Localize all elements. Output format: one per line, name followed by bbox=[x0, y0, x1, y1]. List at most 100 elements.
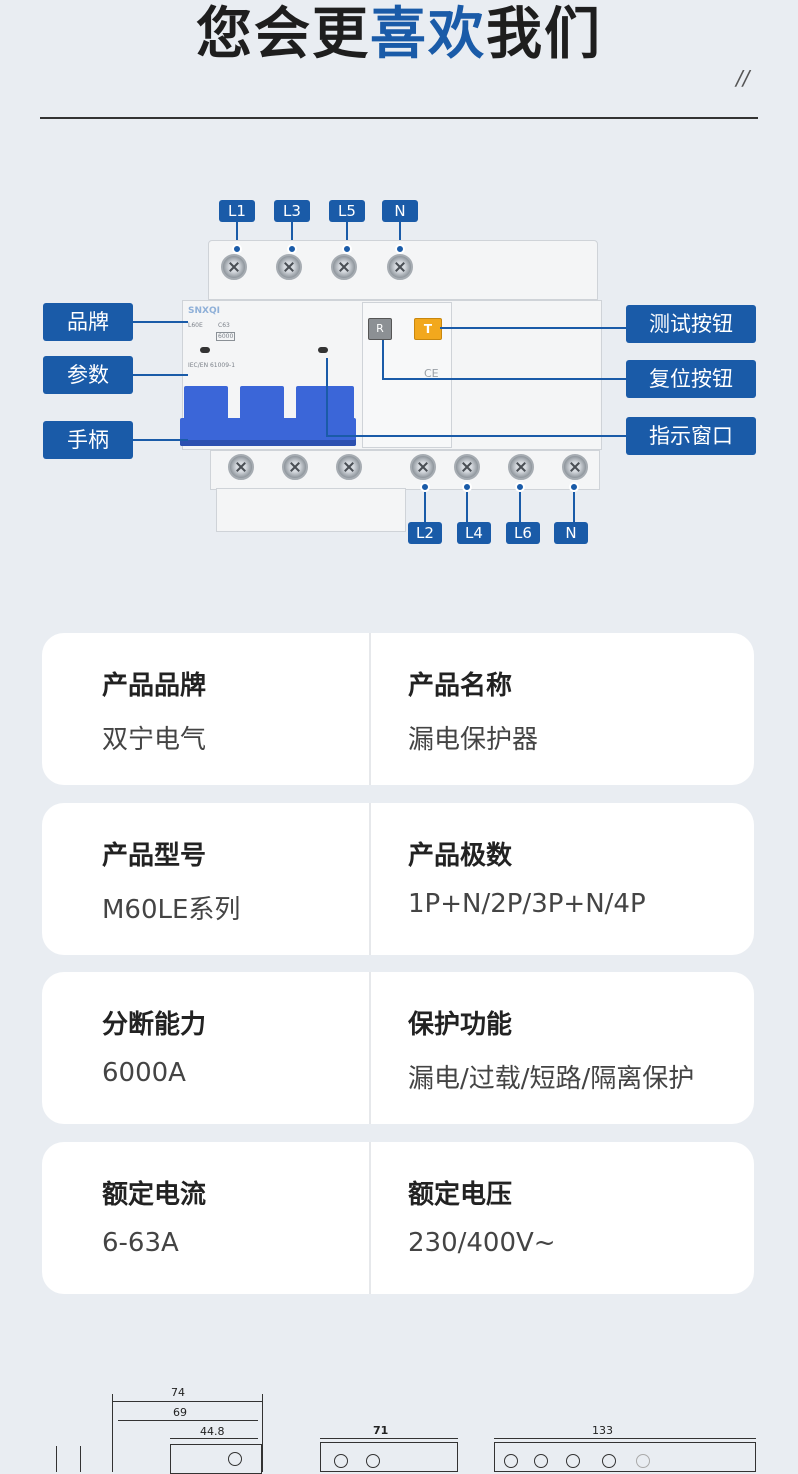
dimension-line bbox=[80, 1446, 81, 1472]
spec-cell: 产品名称 漏电保护器 bbox=[408, 633, 748, 785]
dimension-133: 133 bbox=[592, 1424, 613, 1437]
device-bottom-housing bbox=[210, 450, 600, 490]
side-view-outline bbox=[170, 1444, 262, 1474]
dimension-line bbox=[170, 1438, 258, 1439]
terminal-tag-n-top: N bbox=[382, 200, 418, 222]
device-model-print: L60E bbox=[188, 322, 203, 329]
callout-handle: 手柄 bbox=[43, 421, 133, 459]
spec-value: 双宁电气 bbox=[102, 725, 207, 755]
screw-icon bbox=[228, 454, 254, 480]
dimension-line bbox=[56, 1446, 57, 1472]
leader-line bbox=[133, 439, 188, 441]
screw-icon bbox=[410, 454, 436, 480]
leader-line bbox=[519, 492, 521, 522]
leader-line bbox=[133, 374, 188, 376]
dimension-line bbox=[320, 1438, 458, 1439]
screw-icon bbox=[636, 1454, 650, 1468]
callout-indicator-window: 指示窗口 bbox=[626, 417, 756, 455]
card-divider bbox=[369, 1142, 371, 1294]
spec-cell: 产品品牌 双宁电气 bbox=[102, 633, 362, 785]
leader-line bbox=[382, 378, 626, 380]
device-brand-print: SNXQI bbox=[188, 306, 220, 316]
spec-label: 产品品牌 bbox=[102, 671, 207, 701]
dimension-71: 71 bbox=[373, 1424, 389, 1437]
spec-cell: 分断能力 6000A bbox=[102, 972, 362, 1124]
device-curve-print: C63 bbox=[218, 322, 230, 329]
screw-icon bbox=[276, 254, 302, 280]
screw-icon bbox=[454, 454, 480, 480]
screw-icon bbox=[508, 454, 534, 480]
screw-icon bbox=[221, 254, 247, 280]
dimension-line bbox=[262, 1394, 263, 1472]
spec-cell: 保护功能 漏电/过载/短路/隔离保护 bbox=[408, 972, 748, 1124]
callout-reset-button: 复位按钮 bbox=[626, 360, 756, 398]
device-standard-print: IEC/EN 61009-1 bbox=[188, 362, 236, 369]
title-highlight: 喜欢 bbox=[370, 2, 486, 67]
screw-icon bbox=[387, 254, 413, 280]
dimension-line bbox=[494, 1438, 756, 1439]
terminal-tag-l6: L6 bbox=[506, 522, 540, 544]
screw-icon bbox=[562, 454, 588, 480]
card-divider bbox=[369, 633, 371, 785]
reset-button: R bbox=[368, 318, 392, 340]
spec-label: 额定电压 bbox=[408, 1180, 513, 1210]
terminal-point bbox=[420, 482, 430, 492]
callout-test-button: 测试按钮 bbox=[626, 305, 756, 343]
spec-label: 保护功能 bbox=[408, 1010, 513, 1040]
spec-value: 6-63A bbox=[102, 1228, 179, 1258]
handle-bar bbox=[180, 418, 356, 446]
leader-line bbox=[326, 435, 626, 437]
spec-value: 漏电保护器 bbox=[408, 725, 539, 755]
title-decoration: // bbox=[736, 66, 750, 90]
dimension-line bbox=[112, 1394, 113, 1472]
terminal-point bbox=[569, 482, 579, 492]
spec-label: 产品极数 bbox=[408, 841, 513, 871]
screw-icon bbox=[336, 454, 362, 480]
screw-icon bbox=[331, 254, 357, 280]
screw-icon bbox=[504, 1454, 518, 1468]
card-divider bbox=[369, 803, 371, 955]
spec-cell: 产品极数 1P+N/2P/3P+N/4P bbox=[408, 803, 748, 955]
screw-icon bbox=[566, 1454, 580, 1468]
spec-value: 1P+N/2P/3P+N/4P bbox=[408, 889, 646, 919]
screw-icon bbox=[366, 1454, 380, 1468]
leader-line bbox=[382, 340, 384, 380]
title-part-2: 我们 bbox=[486, 2, 602, 67]
spec-value: M60LE系列 bbox=[102, 895, 241, 925]
screw-icon bbox=[534, 1454, 548, 1468]
terminal-tag-l1: L1 bbox=[219, 200, 255, 222]
callout-parameters: 参数 bbox=[43, 356, 133, 394]
terminal-point bbox=[515, 482, 525, 492]
leader-line bbox=[440, 327, 626, 329]
spec-cell: 产品型号 M60LE系列 bbox=[102, 803, 362, 955]
leader-line bbox=[399, 222, 401, 246]
leader-line bbox=[346, 222, 348, 246]
indicator-dot bbox=[318, 347, 328, 353]
screw-icon bbox=[334, 1454, 348, 1468]
front-view-4p-outline bbox=[494, 1442, 756, 1472]
leader-line bbox=[424, 492, 426, 522]
terminal-point bbox=[232, 244, 242, 254]
terminal-tag-n-bottom: N bbox=[554, 522, 588, 544]
spec-card-3: 分断能力 6000A 保护功能 漏电/过载/短路/隔离保护 bbox=[42, 972, 754, 1124]
dimension-44-8: 44.8 bbox=[200, 1425, 225, 1438]
spec-value: 6000A bbox=[102, 1058, 186, 1088]
page-title: 您会更喜欢我们 bbox=[0, 0, 798, 80]
test-button: T bbox=[414, 318, 442, 340]
product-illustration: L1 L3 L5 N SNXQI L60E C63 6000 IEC/EN 61… bbox=[0, 190, 798, 550]
dimension-74: 74 bbox=[171, 1386, 185, 1399]
screw-icon bbox=[602, 1454, 616, 1468]
title-divider bbox=[40, 117, 758, 119]
device-rating-print: 6000 bbox=[216, 332, 236, 341]
device-base bbox=[216, 488, 406, 532]
terminal-tag-l5: L5 bbox=[329, 200, 365, 222]
title-part-1: 您会更 bbox=[196, 2, 370, 67]
dimension-drawings: 74 69 44.8 71 133 bbox=[0, 1380, 798, 1474]
terminal-tag-l3: L3 bbox=[274, 200, 310, 222]
leader-line bbox=[133, 321, 188, 323]
spec-value: 230/400V~ bbox=[408, 1228, 556, 1258]
spec-label: 分断能力 bbox=[102, 1010, 207, 1040]
leader-line bbox=[573, 492, 575, 522]
terminal-point bbox=[395, 244, 405, 254]
spec-card-1: 产品品牌 双宁电气 产品名称 漏电保护器 bbox=[42, 633, 754, 785]
